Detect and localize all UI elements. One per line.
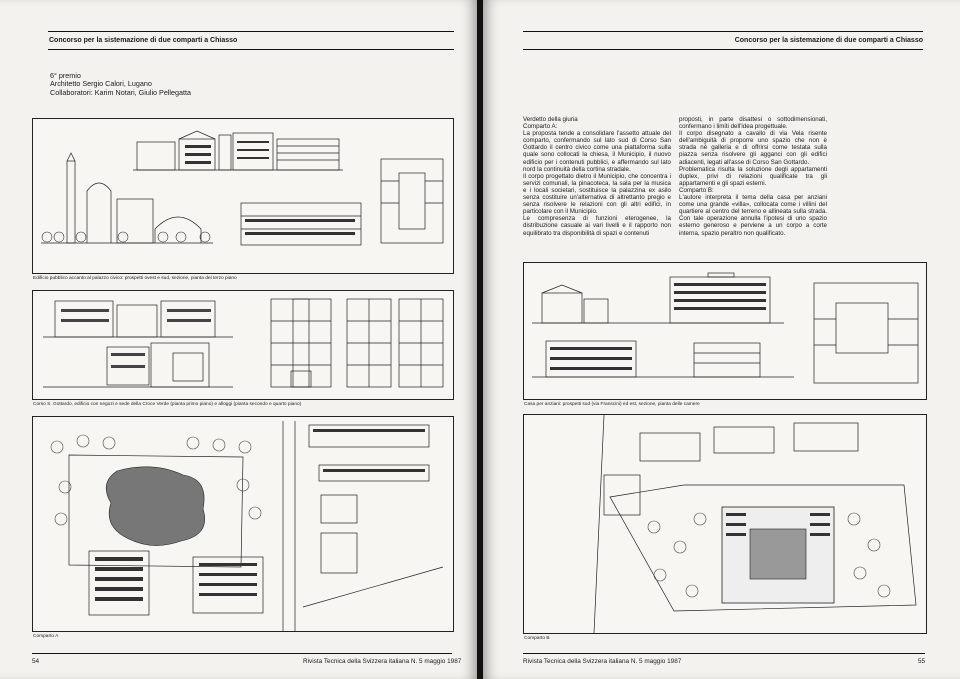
elevation-drawing — [41, 130, 444, 246]
drawing-casa-anziani — [523, 262, 927, 400]
page-number: 55 — [917, 658, 925, 665]
paragraph: proposti, in parte disattesi o sottodime… — [679, 116, 827, 131]
text-column-2: proposti, in parte disattesi o sottodime… — [679, 116, 827, 237]
architect-name: Architetto Sergio Calori, Lugano — [50, 79, 152, 89]
caption-comparto-a: Comparto A — [33, 634, 59, 639]
site-plan-b — [593, 415, 917, 633]
paragraph: La proposta tende a consolidare l'assett… — [523, 130, 671, 173]
running-header: Concorso per la sistemazione di due comp… — [734, 37, 923, 44]
header-rule — [523, 31, 923, 32]
prize-credits: 6° premio Architetto Sergio Calori, Luga… — [50, 71, 192, 97]
elderly-home-drawing — [532, 272, 919, 384]
paragraph: Problematica risulta la soluzione degli … — [679, 165, 827, 187]
footer-journal: Rivista Tecnica della Svizzera italiana … — [303, 658, 462, 665]
paragraph: Il corpo progettato dietro il Municipio,… — [523, 172, 671, 216]
paragraph: Il corpo disegnato a cavallo di via Vela… — [679, 130, 827, 166]
text-column-1: Verdetto della giuria Comparto A: La pro… — [523, 116, 671, 237]
page-number: 54 — [32, 658, 40, 665]
drawing-elevations-civic — [32, 118, 454, 274]
running-header: Concorso per la sistemazione di due comp… — [49, 37, 238, 44]
gutter — [477, 0, 483, 679]
footer-rule — [523, 653, 925, 654]
caption-civic-building: Edificio pubblico accanto al palazzo civ… — [33, 276, 237, 281]
plans-drawing — [43, 298, 444, 388]
header-rule-bottom — [523, 49, 923, 50]
header-rule-bottom — [48, 49, 454, 50]
right-page: Concorso per la sistemazione di due comp… — [483, 0, 960, 679]
verdict-heading: Verdetto della giuria — [523, 116, 578, 123]
footer-rule — [32, 653, 452, 654]
drawing-corso-gottardo — [32, 290, 454, 400]
caption-corso-gottardo: Corso S. Gottardo, edificio con negozi e… — [33, 402, 302, 407]
header-rule — [48, 31, 454, 32]
paragraph: Le compresenza di funzioni eterogenee, l… — [523, 215, 671, 237]
paragraph: L'autore interpreta il tema della casa p… — [679, 194, 827, 237]
collaborators: Collaboratori: Karim Notari, Giulio Pell… — [50, 87, 192, 97]
drawing-comparto-a — [32, 416, 454, 632]
left-page: Concorso per la sistemazione di due comp… — [0, 0, 477, 679]
comparto-b-heading: Comparto B: — [679, 186, 714, 194]
footer-journal: Rivista Tecnica della Svizzera italiana … — [523, 658, 682, 665]
prize-rank: 6° premio — [50, 71, 81, 80]
comparto-a-heading: Comparto A: — [523, 123, 558, 131]
caption-comparto-b: Comparto B — [524, 636, 550, 641]
caption-casa-anziani: Casa per anziani: prospetti sud (via Fra… — [524, 402, 700, 407]
site-plan-a — [50, 421, 444, 631]
drawing-comparto-b — [523, 414, 927, 634]
